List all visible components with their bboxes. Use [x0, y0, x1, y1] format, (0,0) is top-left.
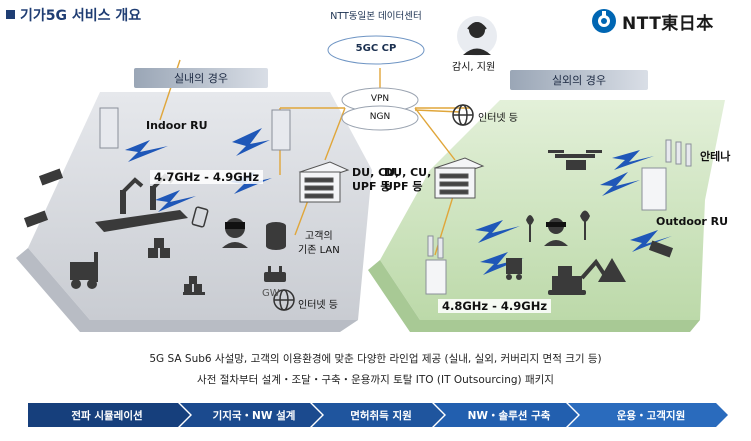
lan-label: 고객의 기존 LAN	[298, 231, 340, 256]
mountain-icon	[598, 258, 626, 282]
camera-icon	[23, 168, 674, 258]
drone-icon	[548, 150, 602, 170]
farm-robot-icon	[506, 258, 522, 280]
outdoor-du-label: DU, CU, UPF 등	[384, 166, 432, 193]
antenna-icon	[427, 139, 692, 259]
vr-user-icon	[222, 218, 248, 248]
process-flow-arrows	[28, 403, 728, 427]
datacenter-cloud	[327, 35, 425, 65]
boxes-icon	[148, 238, 205, 295]
ntt-logo-icon	[592, 9, 616, 33]
vpn-ngn-clouds	[341, 87, 419, 131]
worker-icon	[544, 218, 568, 246]
step-network-design: 기지국・NW 설계	[212, 409, 296, 422]
ntt-logo: NTT東日本	[590, 6, 740, 36]
database-icon	[266, 222, 286, 250]
indoor-ru-icon	[99, 107, 291, 151]
globe-icon	[452, 104, 474, 126]
gw-label: GW	[262, 288, 280, 299]
step-license-support: 면허취득 지원	[350, 409, 412, 422]
ngn-label: NGN	[369, 112, 391, 122]
excavator-icon	[548, 258, 606, 295]
indoor-frequency: 4.7GHz - 4.9GHz	[150, 170, 264, 184]
core-cp-label: 5GC CP	[355, 43, 397, 54]
outdoor-ru-label: Outdoor RU	[656, 215, 729, 228]
indoor-internet-label: 인터넷 등	[298, 300, 338, 311]
step-solution-build: NW・솔루션 구축	[467, 409, 551, 422]
description-line-2: 사전 절차부터 설계・조달・구축・운용까지 토탈 ITO (IT Outsour…	[197, 374, 554, 386]
gateway-icon	[264, 266, 286, 282]
title-bullet-icon	[6, 10, 15, 19]
antenna-label: 안테나	[700, 150, 731, 163]
du-server-icon-outdoor	[433, 157, 485, 199]
internet-label: 인터넷 등	[478, 113, 518, 124]
outdoor-zone-tag: 실외의 경우	[510, 70, 648, 90]
operator-icon	[457, 16, 497, 56]
globe-icon-indoor	[273, 289, 295, 311]
du-server-icon	[298, 161, 350, 203]
page-title: 기가5G 서비스 개요	[6, 5, 141, 25]
crop-plant-icon	[526, 210, 590, 242]
forklift-icon	[70, 252, 98, 289]
indoor-du-label: DU, CU, UPF 등	[352, 166, 400, 193]
phone-icon	[191, 206, 209, 228]
datacenter-label: NTT동일본 데이터센터	[330, 11, 422, 22]
step-radio-simulation: 전파 시뮬레이션	[71, 409, 143, 422]
outdoor-floor	[368, 100, 725, 332]
outdoor-ru-icon	[425, 167, 667, 295]
vpn-label: VPN	[370, 94, 390, 104]
indoor-ru-label: Indoor RU	[146, 119, 208, 132]
description-line-1: 5G SA Sub6 사설망, 고객의 이용환경에 맞춘 다양한 라인업 제공 …	[149, 353, 602, 365]
monitoring-label: 감시, 지원	[452, 62, 496, 73]
indoor-zone-tag: 실내의 경우	[134, 68, 268, 88]
step-operation-support: 운용・고객지원	[616, 409, 686, 422]
outdoor-frequency: 4.8GHz - 4.9GHz	[438, 299, 552, 313]
logo-text: NTT東日本	[622, 13, 714, 34]
